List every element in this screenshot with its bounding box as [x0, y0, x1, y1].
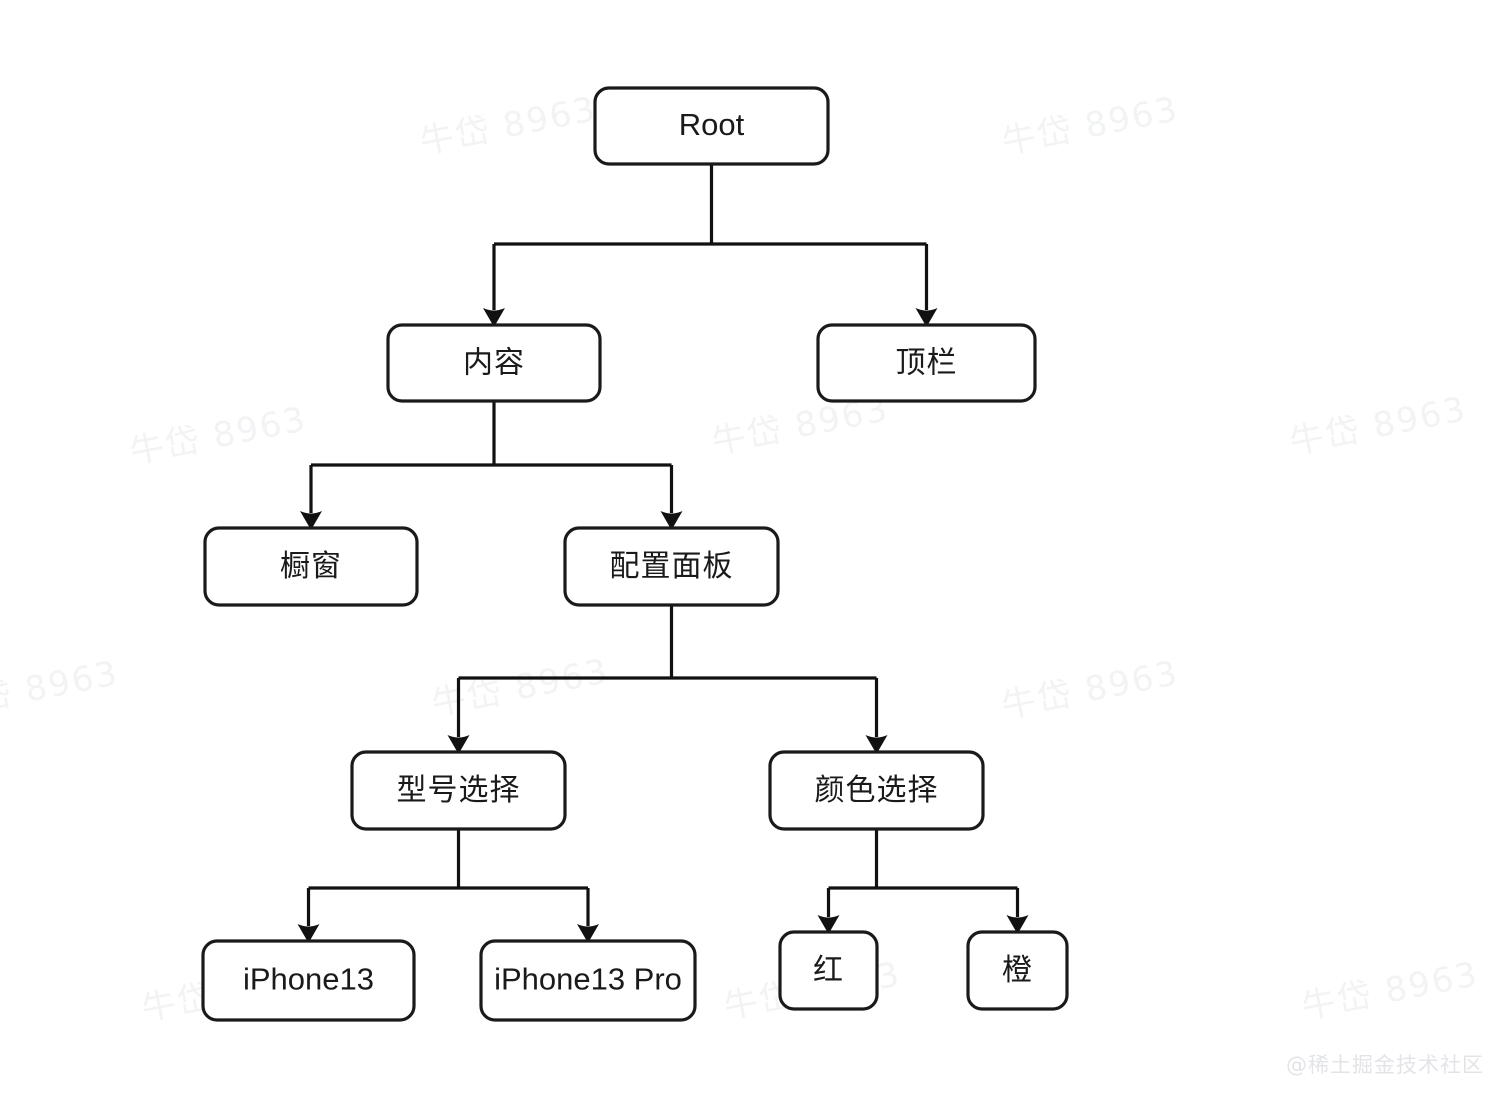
- node-label: 配置面板: [610, 549, 734, 584]
- arrow-head-icon: [817, 915, 840, 934]
- node-box[interactable]: [386, 323, 602, 403]
- arrow-head-icon: [297, 924, 320, 943]
- arrow-head-icon: [660, 511, 683, 530]
- node-box[interactable]: [816, 323, 1037, 403]
- node-box[interactable]: [966, 930, 1069, 1011]
- node-label: Root: [679, 107, 745, 142]
- tree-node-iphone13[interactable]: iPhone13: [201, 939, 416, 1022]
- arrow-head-icon: [1006, 915, 1029, 934]
- edges-group: [297, 164, 1029, 943]
- node-box[interactable]: [201, 939, 416, 1022]
- tree-node-orange[interactable]: 橙: [966, 930, 1069, 1011]
- node-label: iPhone13: [243, 962, 374, 997]
- node-label: 颜色选择: [815, 773, 939, 808]
- tree-node-root[interactable]: Root: [593, 86, 830, 166]
- arrow-head-icon: [915, 308, 938, 327]
- node-box[interactable]: [350, 750, 567, 831]
- node-label: 顶栏: [896, 346, 958, 381]
- node-label: 橱窗: [280, 549, 342, 584]
- node-label: iPhone13 Pro: [494, 962, 682, 997]
- node-box[interactable]: [768, 750, 985, 831]
- node-label: 内容: [463, 346, 525, 381]
- node-label: 橙: [1002, 953, 1033, 988]
- arrow-head-icon: [300, 511, 322, 530]
- tree-node-iphone13pro[interactable]: iPhone13 Pro: [479, 939, 697, 1022]
- node-label: 红: [813, 953, 844, 988]
- node-box[interactable]: [778, 930, 879, 1011]
- node-box[interactable]: [593, 86, 830, 166]
- tree-node-content[interactable]: 内容: [386, 323, 602, 403]
- arrow-head-icon: [447, 735, 470, 754]
- node-box[interactable]: [203, 526, 419, 607]
- tree-node-color[interactable]: 颜色选择: [768, 750, 985, 831]
- tree-node-config[interactable]: 配置面板: [563, 526, 780, 607]
- node-box[interactable]: [479, 939, 697, 1022]
- tree-node-red[interactable]: 红: [778, 930, 879, 1011]
- node-box[interactable]: [563, 526, 780, 607]
- node-label: 型号选择: [397, 773, 521, 808]
- arrow-head-icon: [577, 924, 599, 943]
- tree-node-model[interactable]: 型号选择: [350, 750, 567, 831]
- arrow-head-icon: [483, 308, 505, 327]
- tree-node-showcase[interactable]: 橱窗: [203, 526, 419, 607]
- community-credit: @稀土掘金技术社区: [1286, 1053, 1484, 1077]
- tree-node-topbar[interactable]: 顶栏: [816, 323, 1037, 403]
- arrow-head-icon: [865, 735, 888, 754]
